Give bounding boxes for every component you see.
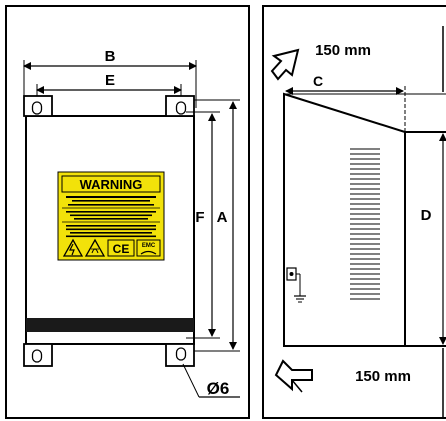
hot-surface-hazard-icon — [84, 238, 106, 257]
bottom-clearance-label: 150 mm — [355, 368, 411, 385]
dimension-f-label: F — [195, 209, 204, 226]
dimension-f: F — [186, 111, 220, 339]
ce-mark-icon: CE — [107, 239, 135, 257]
hole-diameter-label: Ø6 — [207, 379, 230, 398]
dimension-c: C — [285, 73, 406, 132]
top-clearance: 150 mm — [270, 26, 444, 92]
ce-mark-text: CE — [113, 242, 130, 256]
warning-title-box — [61, 175, 161, 193]
side-view-panel: 150 mm — [262, 5, 446, 419]
mounting-tab-top-left — [23, 95, 53, 117]
bottom-clearance: 150 mm — [274, 348, 444, 418]
emc-mark-icon: EMC — [136, 239, 161, 257]
ground-terminal-icon — [286, 267, 306, 303]
dimension-b-label: B — [105, 48, 116, 65]
dimension-c-label: C — [313, 73, 323, 89]
front-view-panel: B E — [5, 5, 250, 419]
mounting-tab-top-right — [165, 95, 195, 117]
enclosure-base-stripe — [26, 318, 194, 332]
clearance-down-arrow-icon — [274, 359, 313, 393]
dimension-d-label: D — [421, 207, 432, 224]
warning-fine-print — [62, 196, 160, 238]
warning-title: WARNING — [80, 177, 143, 192]
dimension-e-label: E — [105, 72, 115, 89]
mounting-tab-bottom-left — [23, 343, 53, 367]
hole-diameter-callout: Ø6 — [182, 363, 240, 398]
dimension-a: A — [194, 99, 240, 352]
clearance-up-arrow-icon — [270, 48, 300, 81]
electric-hazard-icon — [62, 238, 84, 257]
dimension-d: D — [421, 133, 446, 345]
side-view-body — [283, 92, 446, 347]
ventilation-grille — [350, 148, 380, 300]
emc-mark-text: EMC — [142, 243, 156, 249]
top-clearance-label: 150 mm — [315, 42, 371, 59]
warning-label: WARNING — [57, 171, 165, 261]
dimension-a-label: A — [217, 209, 228, 226]
mounting-tab-bottom-right — [165, 343, 195, 367]
